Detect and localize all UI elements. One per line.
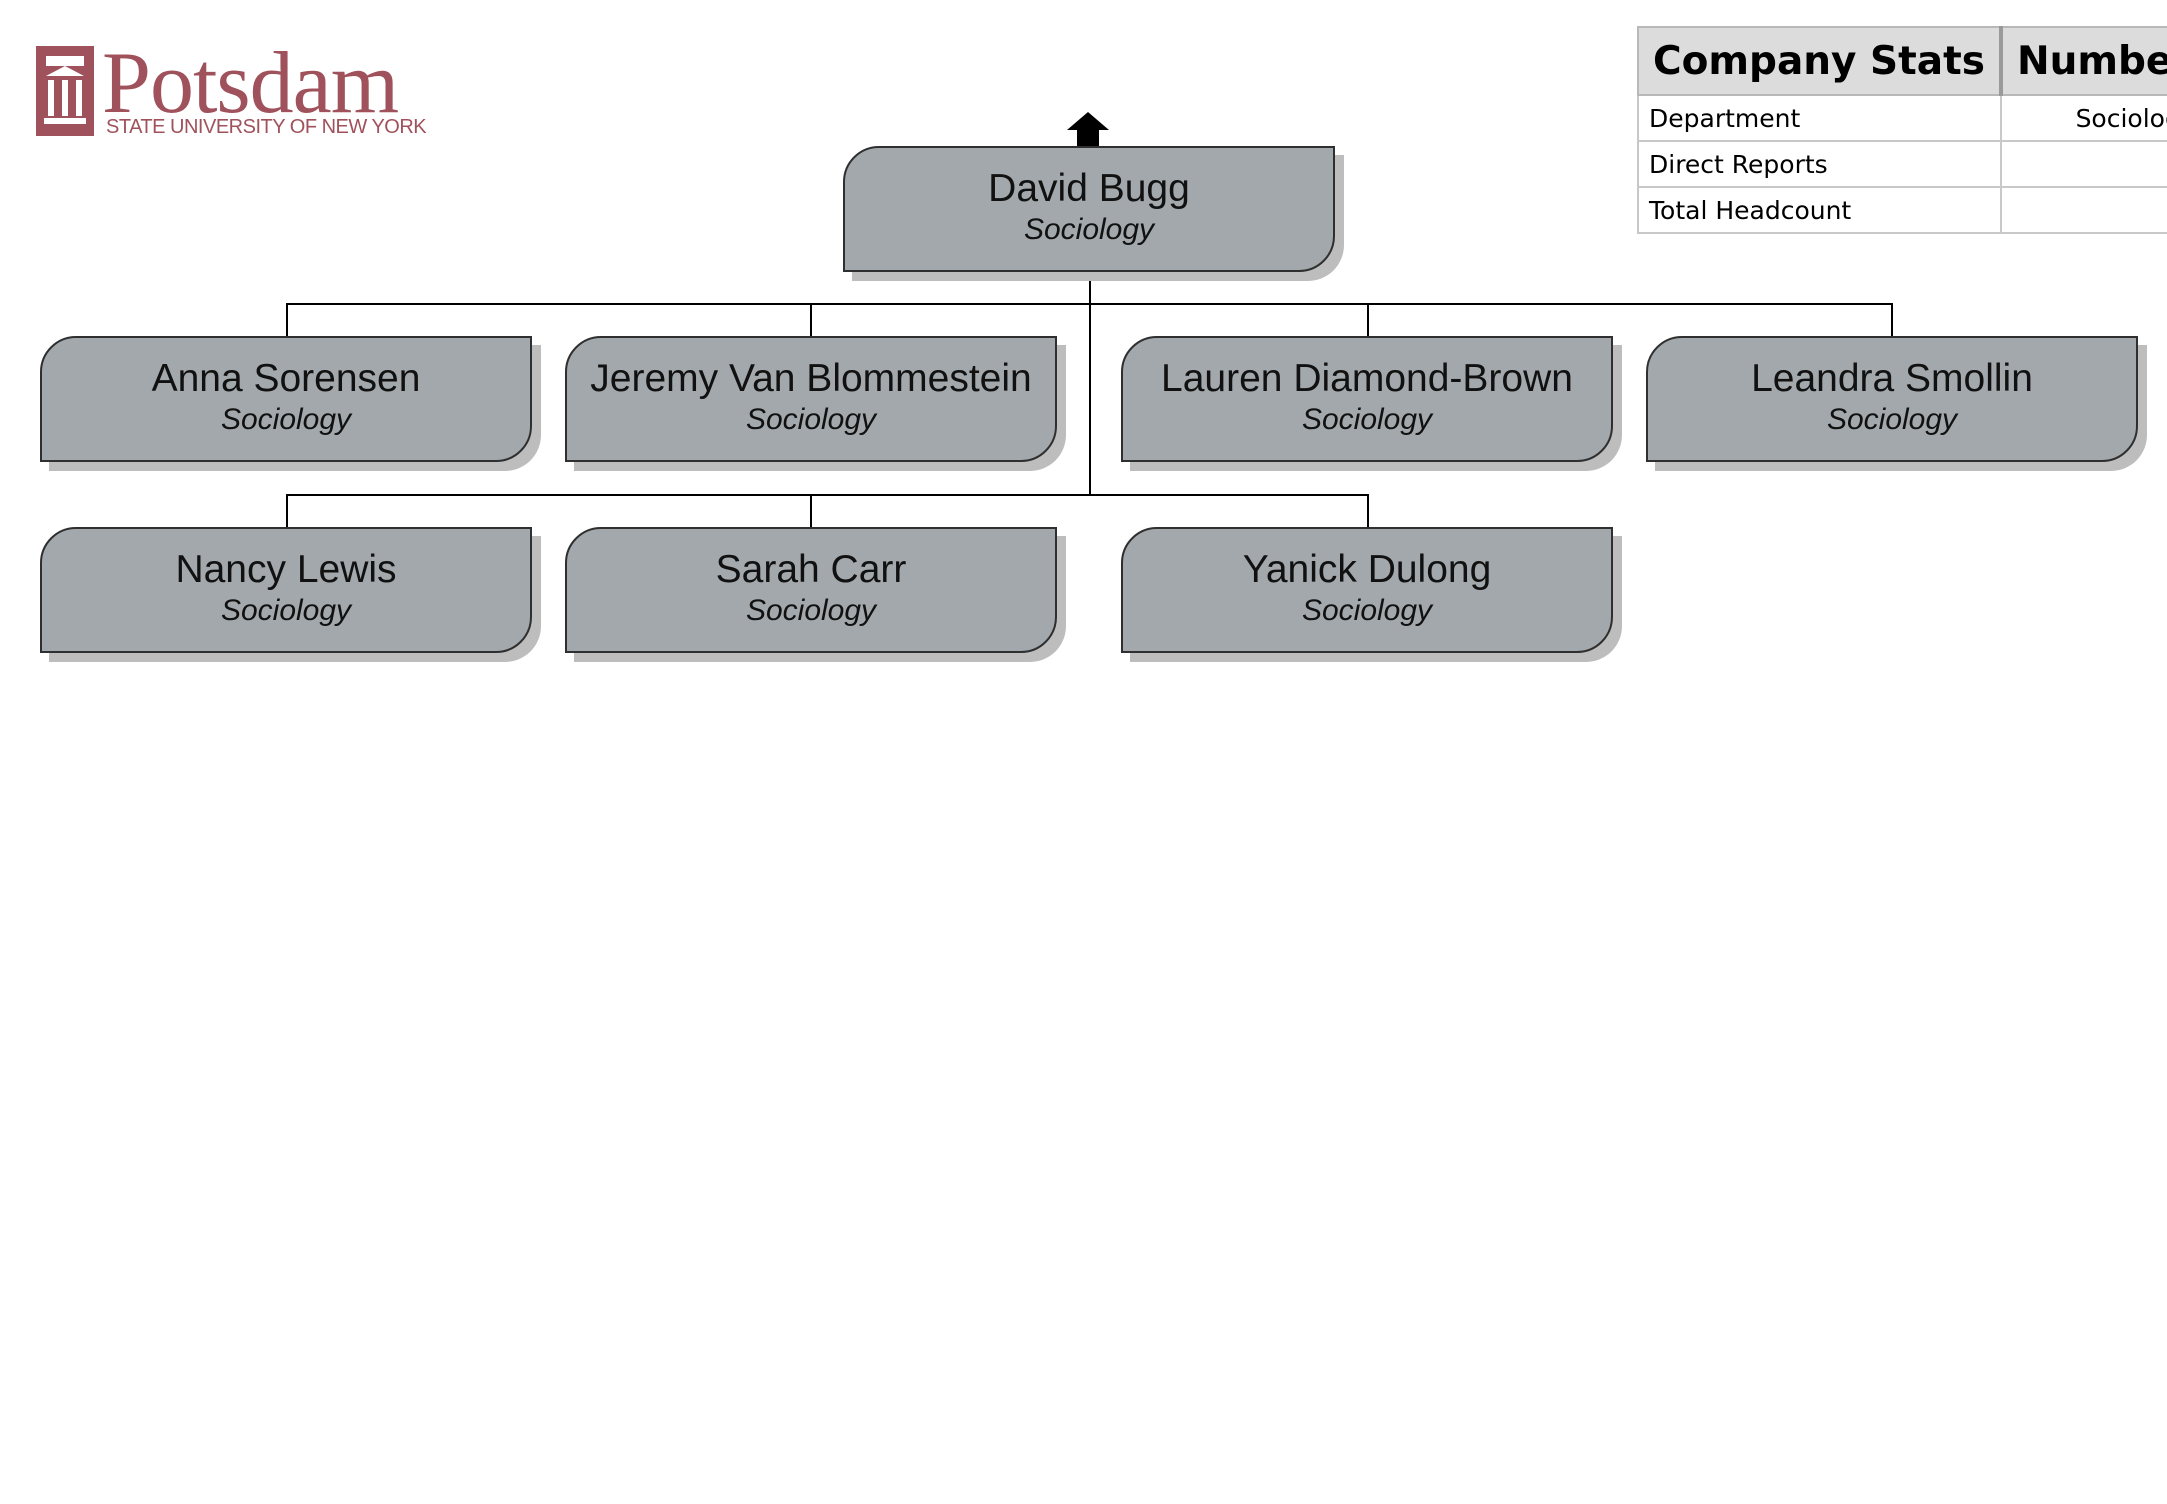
org-node-report[interactable]: Leandra Smollin Sociology xyxy=(1646,336,2138,462)
stats-row: Total Headcount 8 xyxy=(1637,186,2167,234)
node-name: David Bugg xyxy=(988,167,1190,210)
node-name: Lauren Diamond-Brown xyxy=(1161,357,1573,400)
org-node-report[interactable]: Lauren Diamond-Brown Sociology xyxy=(1121,336,1613,462)
node-department: Sociology xyxy=(220,594,352,627)
connector-row2-drop xyxy=(810,494,812,528)
stats-header-number: Number xyxy=(1998,26,2167,96)
stats-row-value: Sociology xyxy=(1999,94,2167,142)
org-node-report[interactable]: Anna Sorensen Sociology xyxy=(40,336,532,462)
stats-row-label: Direct Reports xyxy=(1637,140,2002,188)
node-department: Sociology xyxy=(1023,213,1155,246)
node-name: Yanick Dulong xyxy=(1242,548,1492,591)
node-department: Sociology xyxy=(1301,594,1433,627)
node-department: Sociology xyxy=(745,594,877,627)
connector-row1-drop xyxy=(1891,303,1893,336)
node-department: Sociology xyxy=(1826,403,1958,436)
connector-trunk xyxy=(1089,278,1091,496)
stats-row-value: 8 xyxy=(1999,186,2167,234)
stats-header-label: Company Stats xyxy=(1637,26,2002,96)
org-node-report[interactable]: Jeremy Van Blommestein Sociology xyxy=(565,336,1057,462)
org-node-report[interactable]: Sarah Carr Sociology xyxy=(565,527,1057,653)
node-name: Leandra Smollin xyxy=(1751,357,2033,400)
stats-header-row: Company Stats Number xyxy=(1637,26,2167,96)
node-name: Sarah Carr xyxy=(715,548,907,591)
connector-row1-drop xyxy=(810,303,812,336)
stats-row-label: Department xyxy=(1637,94,2002,142)
node-department: Sociology xyxy=(1301,403,1433,436)
org-node-report[interactable]: Nancy Lewis Sociology xyxy=(40,527,532,653)
node-department: Sociology xyxy=(745,403,877,436)
connector-row1-drop xyxy=(286,303,288,336)
company-stats-table: Company Stats Number Department Sociolog… xyxy=(1637,26,2167,234)
org-node-report[interactable]: Yanick Dulong Sociology xyxy=(1121,527,1613,653)
node-name: Anna Sorensen xyxy=(151,357,421,400)
connector-row1-bar xyxy=(286,303,1893,305)
up-arrow-icon[interactable] xyxy=(1067,112,1109,146)
logo-subtitle: STATE UNIVERSITY OF NEW YORK xyxy=(106,116,427,138)
logo-wordmark: Potsdam xyxy=(102,35,399,132)
connector-row2-bar xyxy=(286,494,1369,496)
connector-row2-drop xyxy=(286,494,288,528)
node-department: Sociology xyxy=(220,403,352,436)
stats-row-label: Total Headcount xyxy=(1637,186,2002,234)
org-node-manager[interactable]: David Bugg Sociology xyxy=(843,146,1335,272)
building-icon xyxy=(36,46,94,136)
stats-row: Department Sociology xyxy=(1637,94,2167,142)
node-name: Nancy Lewis xyxy=(175,548,397,591)
university-logo: Potsdam STATE UNIVERSITY OF NEW YORK xyxy=(32,35,427,140)
stats-row: Direct Reports 7 xyxy=(1637,140,2167,188)
connector-row1-drop xyxy=(1367,303,1369,336)
connector-row2-drop xyxy=(1367,494,1369,528)
stats-row-value: 7 xyxy=(1999,140,2167,188)
node-name: Jeremy Van Blommestein xyxy=(590,357,1032,400)
